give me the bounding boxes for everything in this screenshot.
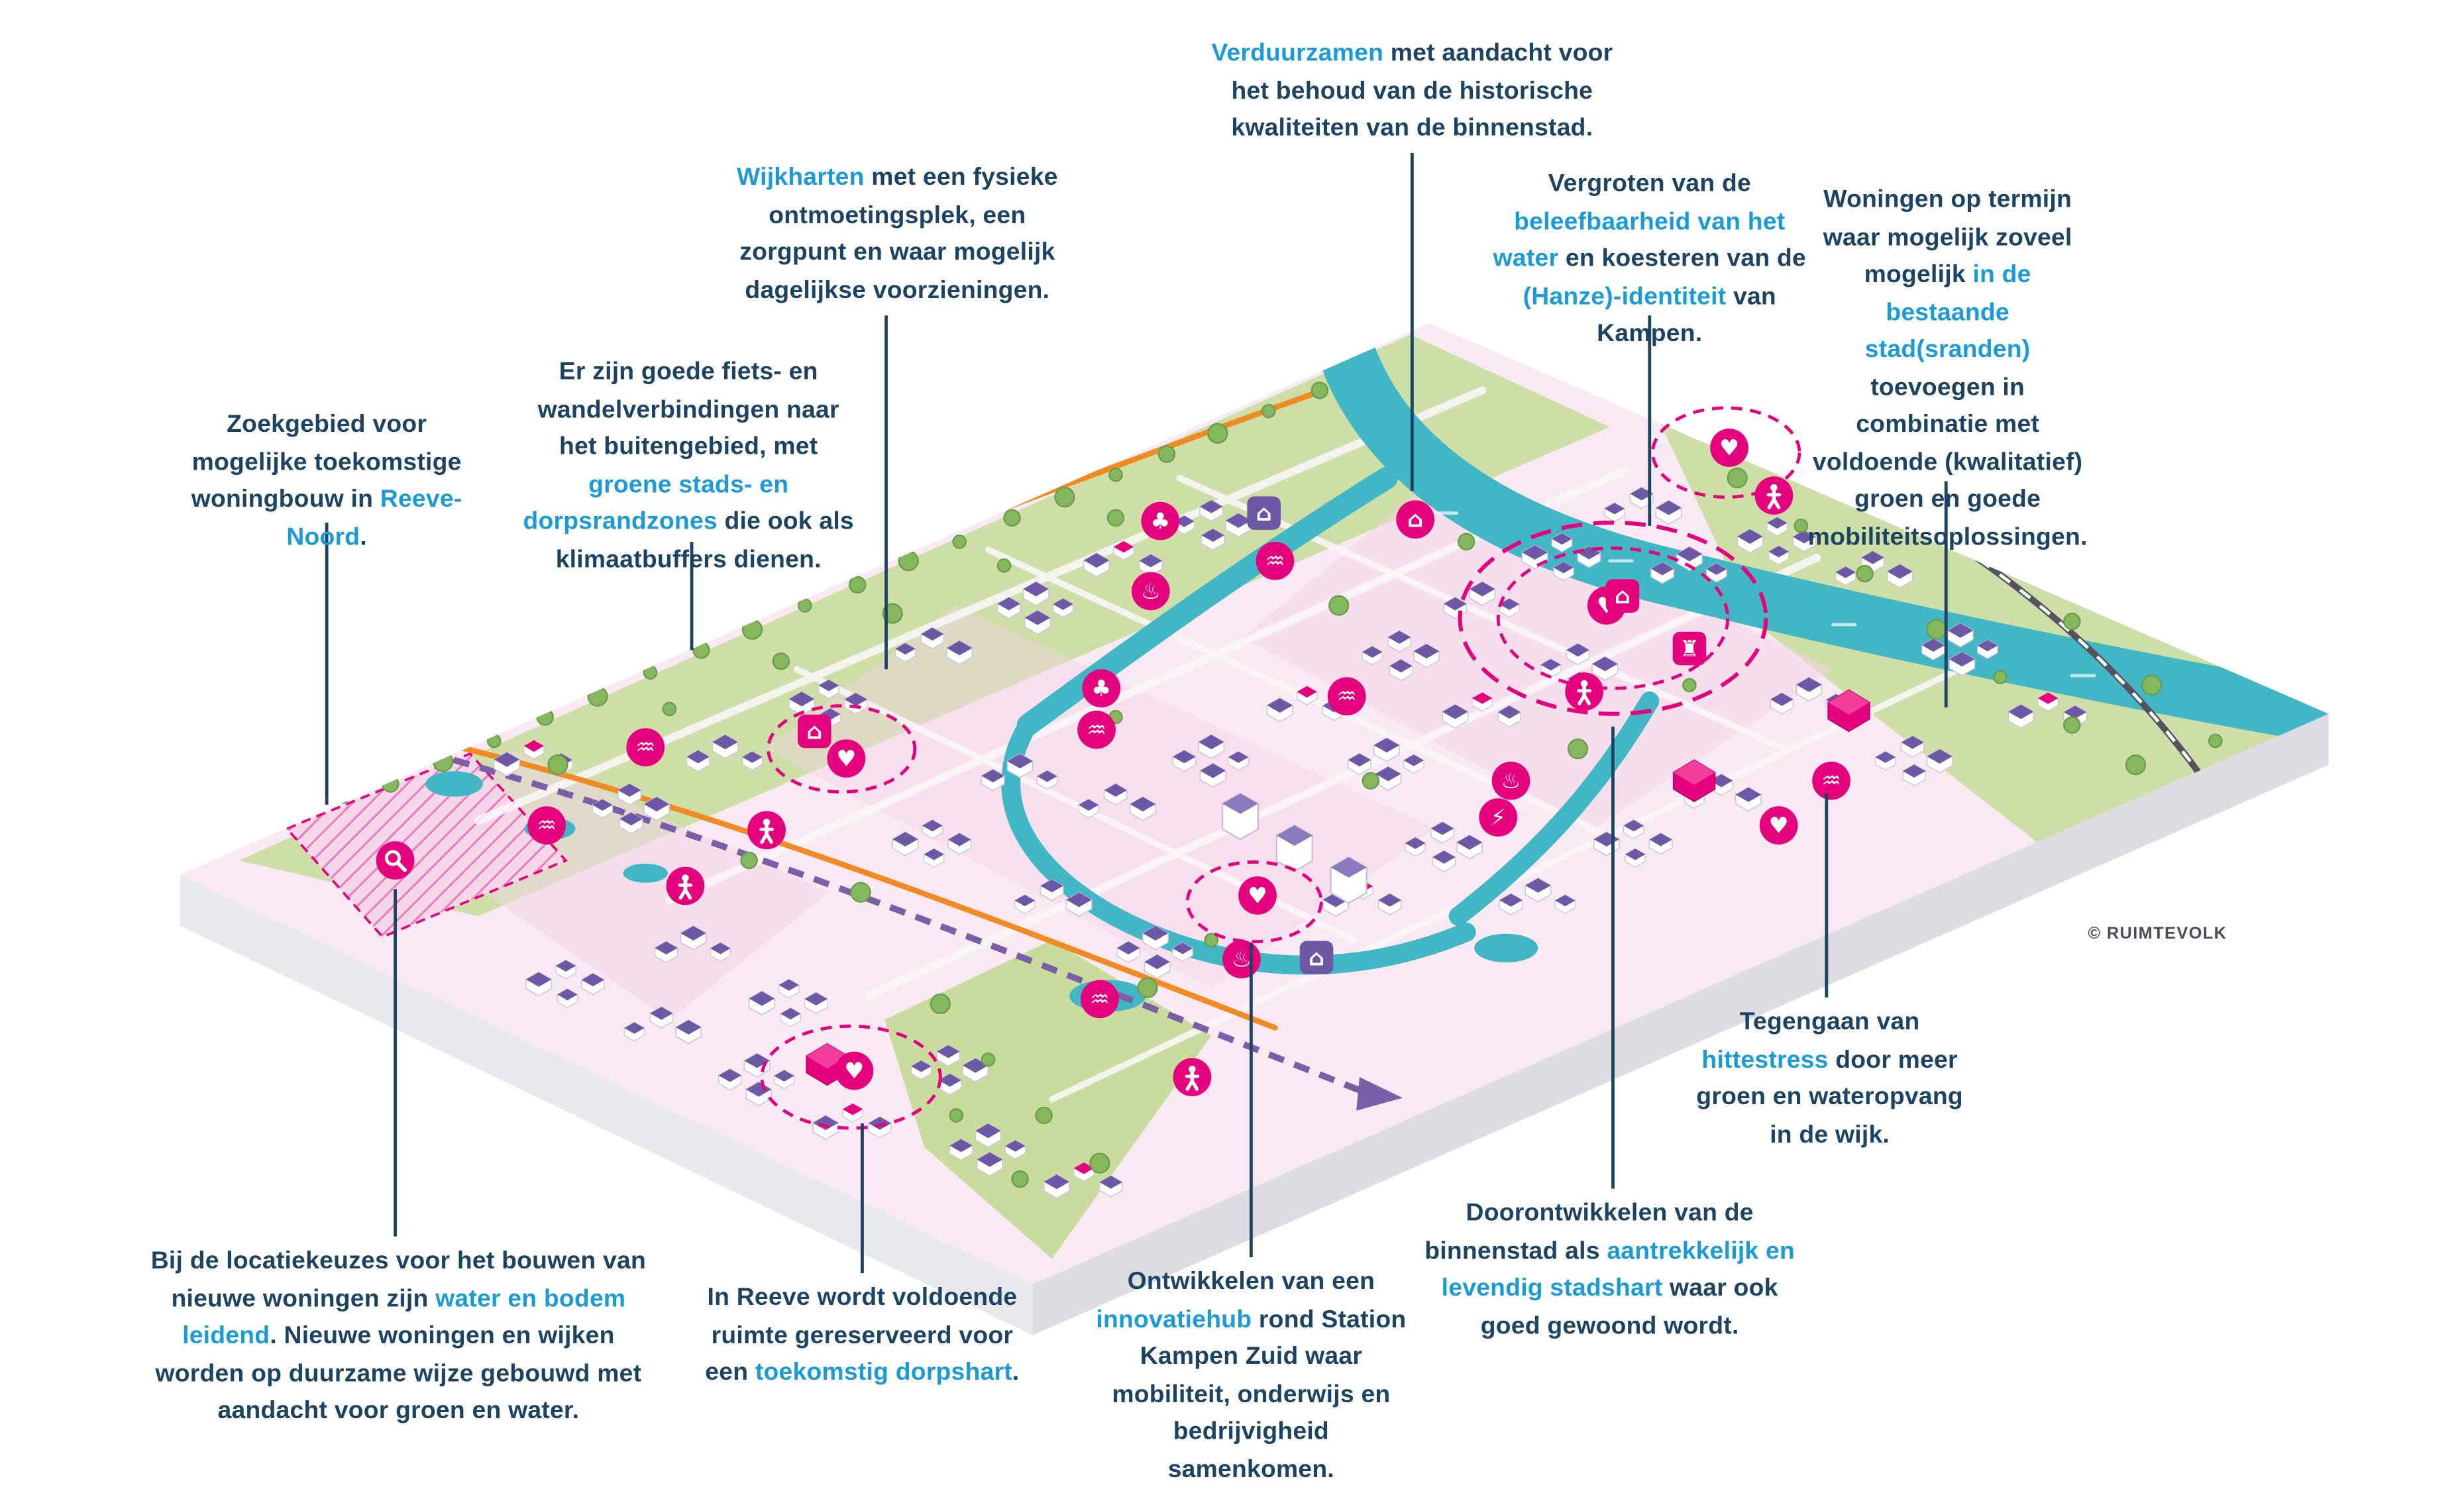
tree-icon: ♣ bbox=[1082, 669, 1121, 708]
building-icon: ⌂ bbox=[1247, 496, 1281, 530]
svg-text:♥: ♥ bbox=[1719, 435, 1739, 460]
leader-line-verduurzamen bbox=[1411, 152, 1414, 491]
stadsrand-heart-icon: ♥ bbox=[1710, 429, 1748, 467]
svg-text:♒: ♒ bbox=[537, 813, 557, 839]
heat-icon: ♨ bbox=[1491, 761, 1530, 800]
svg-text:♨: ♨ bbox=[1501, 768, 1521, 794]
svg-text:♣: ♣ bbox=[1091, 676, 1111, 701]
svg-text:⌂: ⌂ bbox=[1615, 583, 1631, 609]
focus-ring bbox=[760, 1024, 942, 1130]
svg-text:♨: ♨ bbox=[1232, 947, 1252, 972]
leader-line-wijkharten bbox=[884, 315, 888, 670]
leader-line-hittestress bbox=[1825, 793, 1828, 998]
water-icon: ♒ bbox=[1327, 677, 1366, 716]
leader-line-bestaande-stad bbox=[1945, 481, 1948, 708]
svg-text:⌂: ⌂ bbox=[1309, 945, 1324, 970]
purple-route bbox=[400, 743, 1364, 1095]
svg-text:♒: ♒ bbox=[1337, 684, 1357, 709]
leader-line-water-bodem bbox=[394, 889, 397, 1237]
svg-text:♒: ♒ bbox=[1087, 717, 1106, 743]
leader-line-groene-randzones bbox=[690, 541, 693, 650]
annotation-verduurzamen: Verduurzamen met aandacht voor het behou… bbox=[1211, 40, 1613, 142]
svg-text:⚡: ⚡ bbox=[1490, 805, 1506, 831]
focus-ring bbox=[1651, 406, 1801, 499]
svg-text:♨: ♨ bbox=[1141, 578, 1161, 604]
svg-text:♣: ♣ bbox=[1150, 508, 1170, 534]
purple-route-arrowhead bbox=[1356, 1077, 1403, 1111]
svg-text:♥: ♥ bbox=[844, 1058, 864, 1084]
annotation-water-bodem: Bij de locatiekeuzes voor het bouwen van… bbox=[150, 1247, 647, 1425]
wijkhart-heart-icon: ♥ bbox=[827, 739, 866, 778]
green-zone-southwest bbox=[884, 940, 1212, 1259]
water-icon: ♒ bbox=[1256, 541, 1295, 580]
svg-text:♥: ♥ bbox=[1248, 882, 1267, 908]
focus-ring bbox=[767, 704, 917, 794]
annotation-levendig-stadshart: Doorontwikkelen van de binnenstad als aa… bbox=[1424, 1200, 1795, 1340]
building-icon: ⌂ bbox=[1396, 500, 1435, 539]
annotation-wijkharten: Wijkharten met een fysieke ontmoetingspl… bbox=[736, 164, 1058, 304]
leader-line-levendig-stadshart bbox=[1611, 726, 1615, 1189]
svg-text:♥: ♥ bbox=[1769, 813, 1789, 839]
annotation-reeve-noord: Zoekgebied voor mogelijke toekomstige wo… bbox=[191, 411, 462, 551]
leader-line-beleefbaarheid-water bbox=[1648, 315, 1651, 526]
svg-text:♒: ♒ bbox=[1090, 986, 1110, 1012]
svg-text:♜: ♜ bbox=[1680, 636, 1699, 662]
annotation-groene-randzones: Er zijn goede fiets- en wandelverbinding… bbox=[523, 358, 854, 574]
water-icon: ♒ bbox=[527, 806, 566, 845]
dorpshart-heart-icon: ♥ bbox=[835, 1051, 874, 1090]
leader-line-innovatiehub bbox=[1250, 943, 1253, 1258]
search-icon bbox=[376, 841, 415, 880]
annotation-beleefbaarheid-water: Vergroten van de beleefbaarheid van het … bbox=[1493, 170, 1806, 348]
pedestrian-icon bbox=[666, 866, 705, 905]
cyclist-icon bbox=[747, 811, 786, 850]
svg-text:⌂: ⌂ bbox=[806, 719, 822, 744]
shop-icon: ⌂ bbox=[798, 714, 831, 748]
energy-icon: ⚡ bbox=[1479, 798, 1518, 837]
pedestrian-icon bbox=[1173, 1058, 1212, 1097]
slab-side-east bbox=[1032, 713, 2329, 1335]
leader-line-toekomstig-dorpshart bbox=[861, 1123, 864, 1274]
tower-icon: ♜ bbox=[1672, 631, 1707, 666]
svg-text:♒: ♒ bbox=[1265, 548, 1285, 574]
tree-icon: ♣ bbox=[1141, 501, 1180, 540]
svg-text:⌂: ⌂ bbox=[1407, 507, 1423, 533]
pedestrian-icon bbox=[1754, 476, 1794, 515]
water-icon: ♒ bbox=[626, 728, 665, 767]
slab-side-west bbox=[180, 874, 1033, 1335]
innovation-building-icon: ⌂ bbox=[1299, 941, 1334, 975]
heart-icon: ♥ bbox=[1759, 806, 1798, 845]
water-icon: ♒ bbox=[1080, 980, 1119, 1019]
zoekgebied-hatch-area bbox=[284, 752, 568, 939]
heat-icon: ♨ bbox=[1222, 940, 1261, 979]
leader-line-reeve-noord bbox=[325, 523, 329, 805]
pedestrian-icon bbox=[1565, 672, 1604, 711]
annotation-innovatiehub: Ontwikkelen van een innovatiehub rond St… bbox=[1096, 1268, 1407, 1483]
svg-text:♒: ♒ bbox=[635, 735, 655, 760]
svg-text:♥: ♥ bbox=[836, 746, 856, 772]
annotation-toekomstig-dorpshart: In Reeve wordt voldoende ruimte gereserv… bbox=[705, 1284, 1020, 1387]
church-icon: ⌂ bbox=[1605, 579, 1640, 613]
svg-text:♒: ♒ bbox=[1821, 768, 1841, 794]
annotation-hittestress: Tegengaan van hittestress door meer groe… bbox=[1696, 1008, 1963, 1149]
credit-text: © RUIMTEVOLK bbox=[2088, 924, 2227, 944]
innovatiehub-heart-icon: ♥ bbox=[1238, 876, 1277, 915]
water-icon: ♒ bbox=[1077, 710, 1116, 749]
annotation-bestaande-stad: Woningen op termijn waar mogelijk zoveel… bbox=[1807, 186, 2088, 552]
heat-icon: ♨ bbox=[1131, 572, 1170, 611]
svg-text:⌂: ⌂ bbox=[1256, 500, 1272, 526]
water-icon: ♒ bbox=[1812, 761, 1850, 800]
